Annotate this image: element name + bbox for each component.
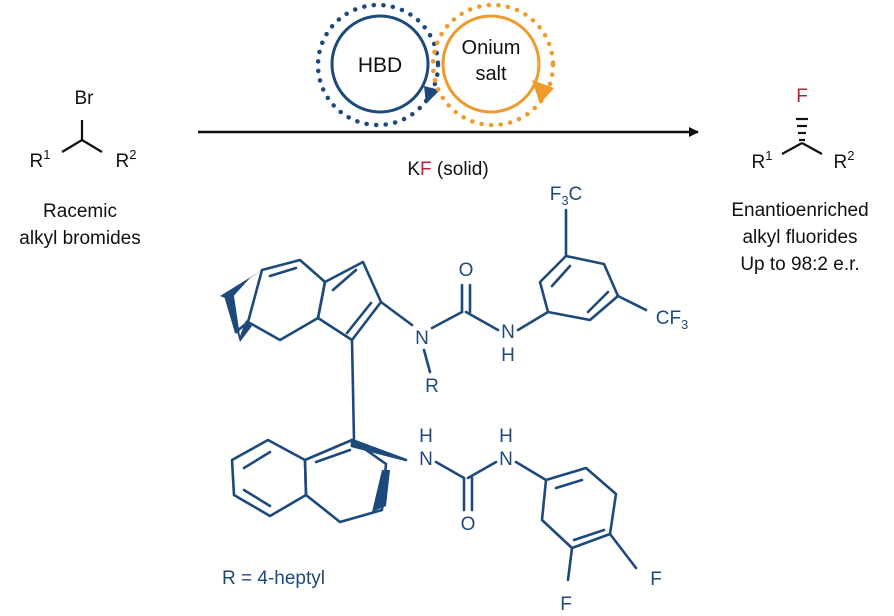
- product-r2: R2: [834, 148, 855, 173]
- hbd-arrowhead-icon: [424, 86, 440, 104]
- substrate-r1: R1: [30, 147, 51, 172]
- cf3-right-label: CF3: [656, 308, 689, 332]
- lower-wedge-bond: [372, 470, 390, 512]
- product-fluorine: F: [796, 86, 808, 107]
- product-caption-2: alkyl fluorides: [742, 227, 857, 248]
- substrate-caption-1: Racemic: [43, 201, 117, 222]
- product-hashed-bond: [796, 117, 808, 142]
- onium-dotted-ring: [430, 2, 556, 128]
- upper-h-right: H: [501, 345, 515, 366]
- substrate-r2: R2: [116, 147, 137, 172]
- fluorine-right: F: [650, 569, 662, 590]
- product-r1: R1: [752, 148, 773, 173]
- upper-aryl-ring: [538, 254, 620, 322]
- onium-circle: [441, 14, 541, 114]
- lower-n-right: N: [499, 449, 513, 470]
- catalyst-structure: [220, 208, 648, 582]
- product-caption-1: Enantioenriched: [731, 200, 868, 221]
- upper-n-right: N: [501, 322, 515, 343]
- hbd-cycle: HBD: [315, 2, 441, 128]
- r-group-label: R: [425, 376, 439, 397]
- onium-arrowhead-icon: [532, 80, 554, 104]
- upper-naphthyl-ring-b: [316, 260, 383, 342]
- substrate-structure: Br R1 R2 Racemic alkyl bromides: [19, 88, 140, 249]
- hbd-circle: [330, 14, 430, 114]
- substrate-caption-2: alkyl bromides: [19, 228, 140, 249]
- lower-h-right: H: [499, 426, 513, 447]
- onium-label-line2: salt: [475, 63, 507, 85]
- lower-h-left: H: [419, 426, 433, 447]
- onium-label-line1: Onium: [462, 37, 521, 59]
- reagent-f: F: [420, 159, 432, 180]
- r-definition: R = 4-heptyl: [222, 568, 325, 589]
- reagent-k: K: [407, 159, 420, 180]
- onium-cycle: Onium salt: [430, 2, 556, 128]
- upper-n-left: N: [415, 328, 429, 349]
- substrate-bromine: Br: [75, 88, 95, 109]
- cf3-top-label: F3C: [550, 184, 583, 208]
- product-caption-3: Up to 98:2 e.r.: [740, 254, 859, 275]
- catalyst-labels: F3C CF3 O N N H R H N H N O F F R = 4-he…: [222, 184, 688, 615]
- product-structure: F R1 R2 Enantioenriched alkyl fluorides …: [731, 86, 868, 275]
- biaryl-bond: [350, 338, 356, 442]
- reagent-rest: (solid): [432, 159, 489, 180]
- hbd-dotted-ring: [315, 2, 441, 128]
- reagent-label: KF (solid): [407, 159, 488, 180]
- lower-carbonyl-oxygen: O: [461, 514, 476, 535]
- upper-wedge-bond: [220, 270, 262, 300]
- lower-n-left: N: [419, 449, 433, 470]
- hbd-label: HBD: [358, 54, 402, 77]
- fluorine-bottom: F: [560, 594, 572, 615]
- upper-carbonyl-oxygen: O: [459, 260, 474, 281]
